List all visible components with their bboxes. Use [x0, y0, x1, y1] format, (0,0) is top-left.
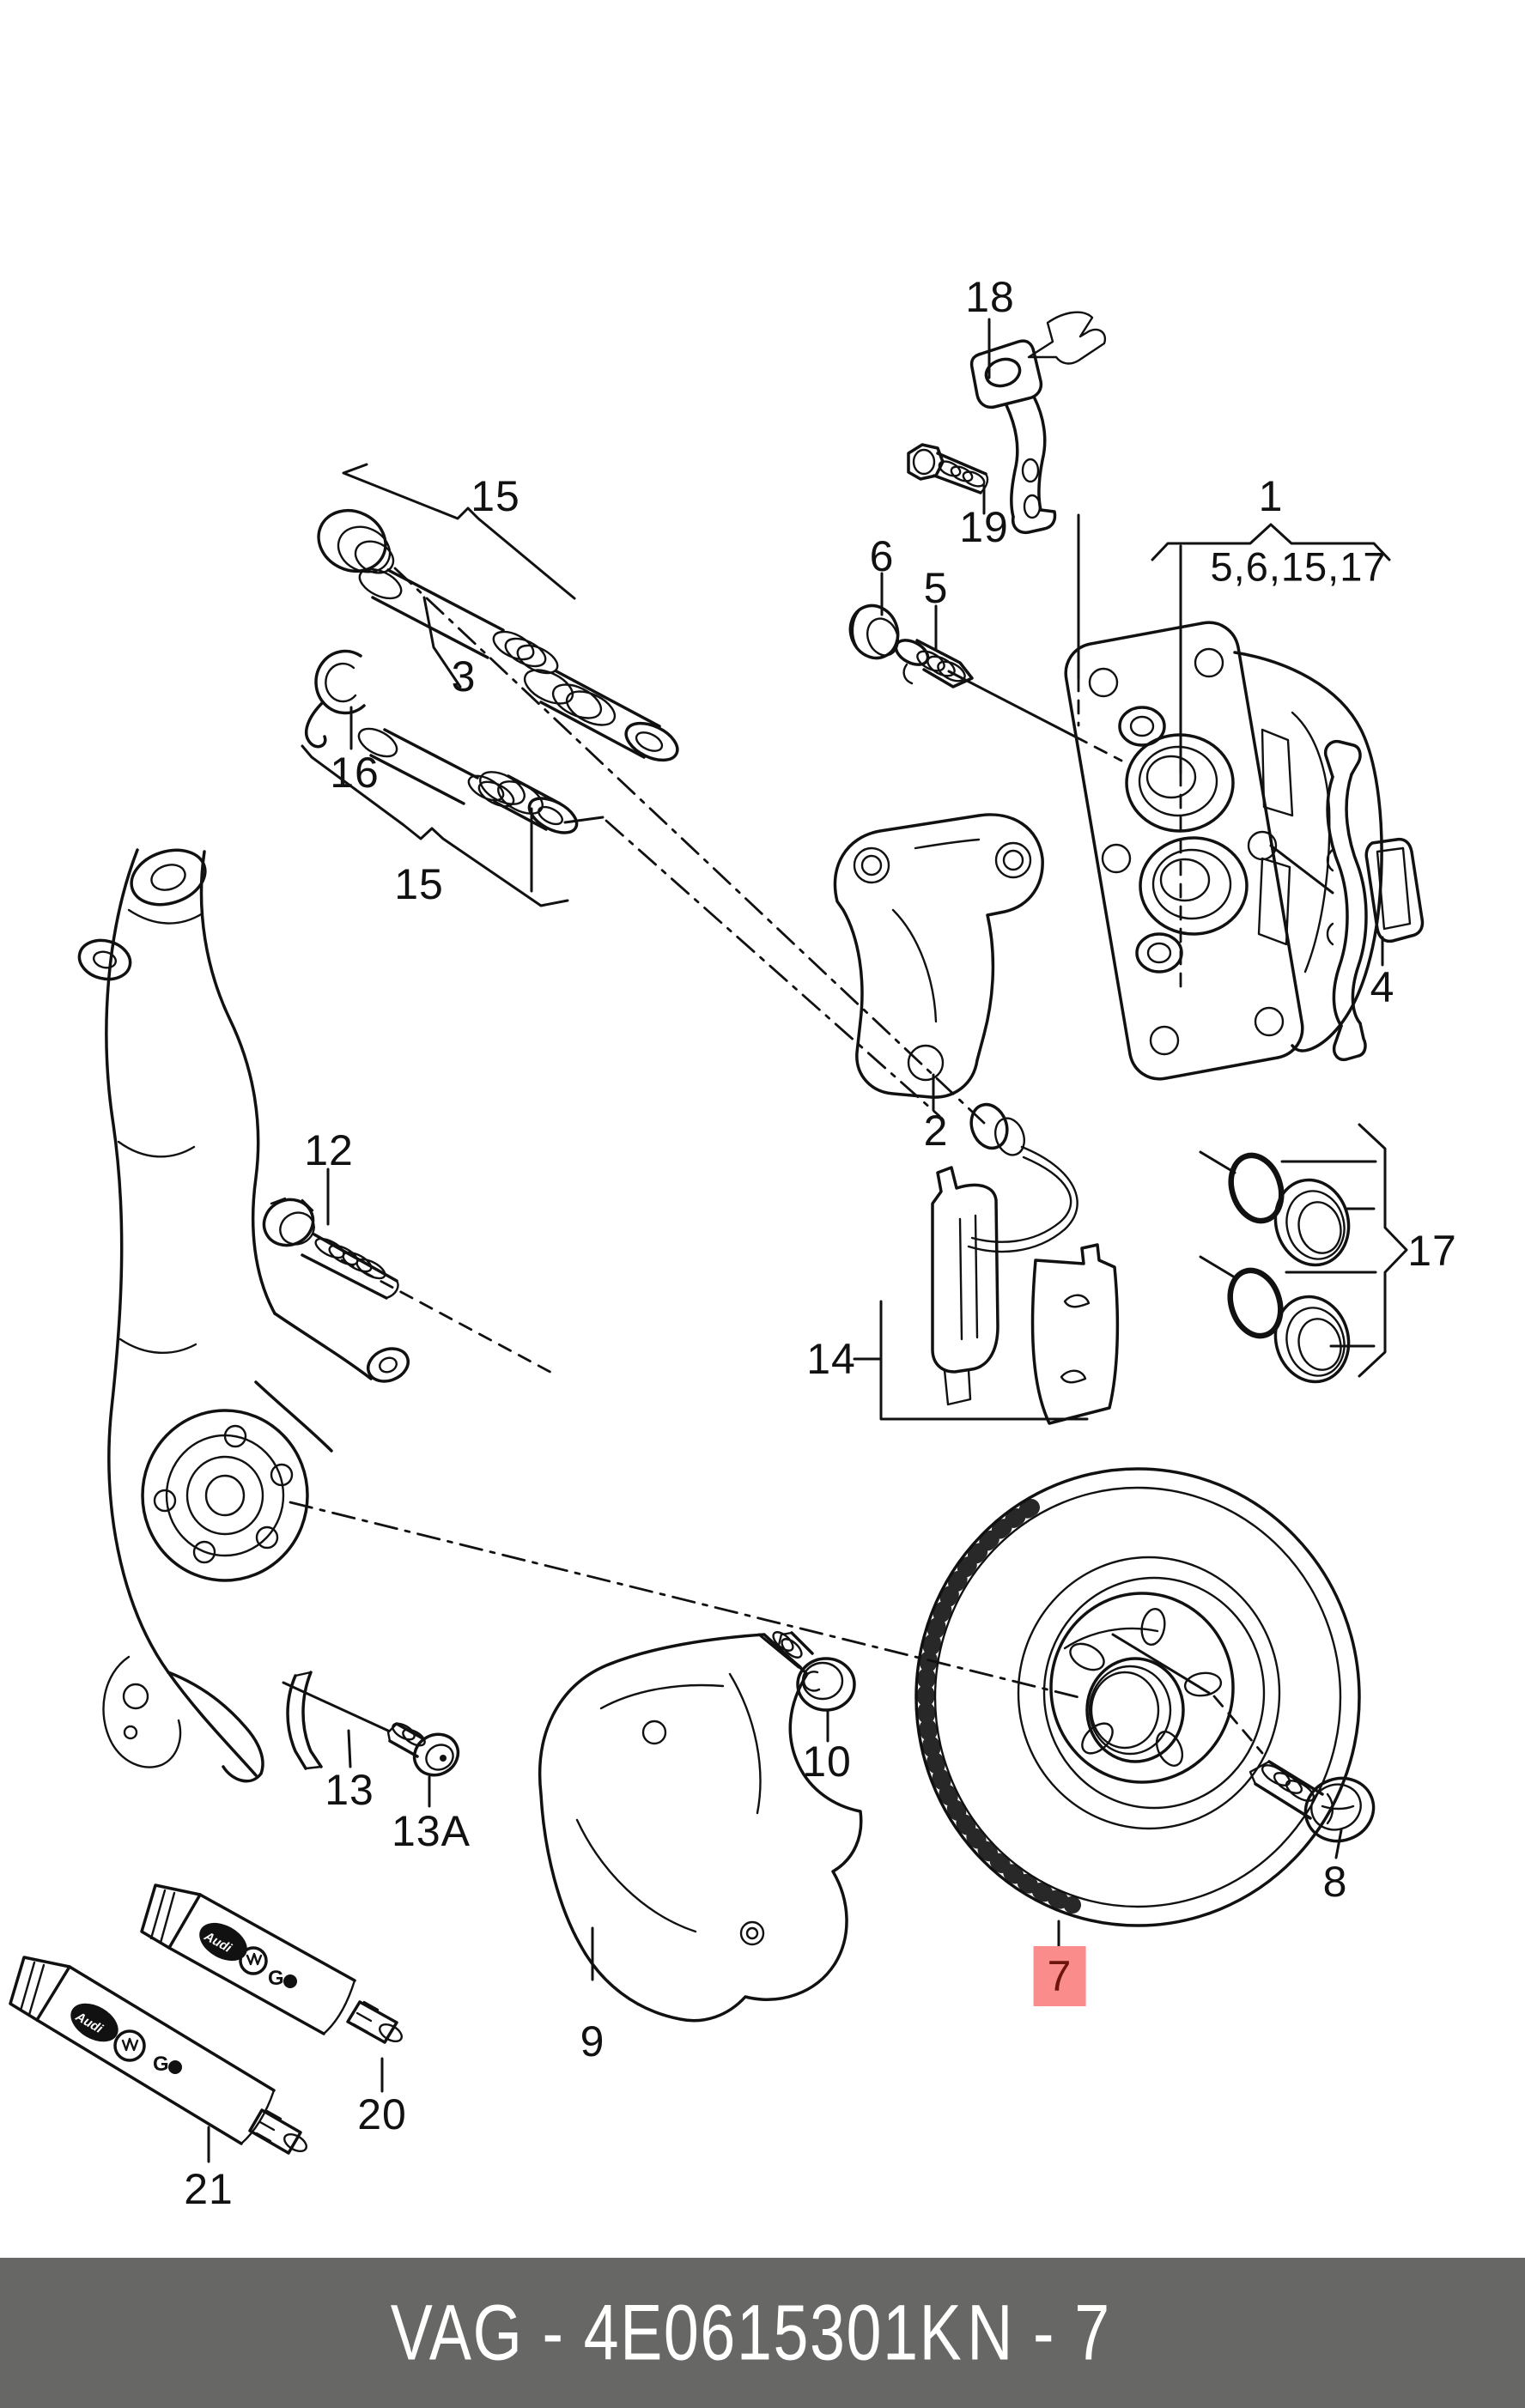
part-16-spring-clip: [305, 649, 366, 749]
part-21-grease-tube: Audi G: [9, 1956, 307, 2155]
callout-14: 14: [806, 1335, 856, 1383]
callout-4: 4: [1370, 963, 1395, 1011]
part-15-guide-pin-lower: [357, 727, 605, 834]
callout-group-1: 5,6,15,17: [1210, 543, 1387, 590]
part-13-bracket: [282, 1671, 390, 1770]
grease-mark: G: [268, 1967, 284, 1990]
part-6-cap: [848, 604, 900, 660]
vw-logo-icon: [113, 2029, 146, 2062]
part-5-bleeder-screw: [894, 639, 974, 688]
vw-logo-glyph: [121, 2037, 139, 2052]
centerlines: [289, 567, 1264, 1755]
part-number: VAG - 4E0615301K: [390, 2289, 963, 2376]
part-14-brake-pads: [931, 1102, 1120, 1425]
callout-12: 12: [304, 1126, 354, 1174]
vw-logo-icon: [239, 1946, 268, 1975]
callout-2: 2: [923, 1107, 949, 1155]
callout-15-lower: 15: [394, 860, 444, 908]
vw-logo-glyph: [246, 1952, 263, 1966]
callout-13: 13: [325, 1766, 374, 1814]
part-4-pad-retaining-spring: [1323, 739, 1425, 1062]
callout-9: 9: [580, 2017, 605, 2065]
page-reference: N - 7: [967, 2289, 1111, 2376]
callout-6: 6: [869, 532, 895, 580]
footer-bar: VAG - 4E0615301K N - 7: [0, 2258, 1525, 2408]
callout-10: 10: [802, 1738, 852, 1786]
callout-20: 20: [357, 2090, 407, 2138]
steering-knuckle: [77, 848, 410, 1783]
part-19-bolt: [907, 443, 989, 494]
part-10-screw: [772, 1631, 856, 1712]
audi-logo: [70, 2003, 118, 2042]
callout-3: 3: [451, 652, 477, 701]
audi-logo: [199, 1922, 247, 1962]
part-12-bolt: [262, 1197, 399, 1300]
part-20-grease-tube: Audi G: [140, 1883, 403, 2044]
part-1-brake-caliper: [1064, 621, 1383, 1081]
part-9-splash-shield: [538, 1633, 863, 2023]
callout-19: 19: [959, 503, 1009, 551]
part-7-brake-disc: [914, 1467, 1361, 1927]
callout-7-highlighted[interactable]: 7: [1033, 1946, 1086, 2006]
part-2-caliper-carrier: [833, 813, 1044, 1099]
callout-13a: 13A: [392, 1807, 471, 1855]
part-8-disc-screw: [1249, 1760, 1376, 1843]
callout-21: 21: [184, 2165, 234, 2213]
callout-5: 5: [923, 564, 949, 612]
callout-16: 16: [330, 749, 380, 797]
part-3-guide-pin-upper: [317, 509, 679, 762]
grease-mark: G: [153, 2053, 169, 2076]
part-13a-screw: [386, 1722, 460, 1777]
callout-18: 18: [965, 273, 1015, 321]
part-18-cable-bracket: [969, 311, 1107, 535]
part-17-piston-seals: [1227, 1152, 1351, 1384]
callout-15-upper: 15: [471, 472, 520, 520]
callout-8: 8: [1322, 1858, 1348, 1906]
callout-1: 1: [1258, 472, 1284, 520]
callout-17: 17: [1407, 1227, 1457, 1275]
